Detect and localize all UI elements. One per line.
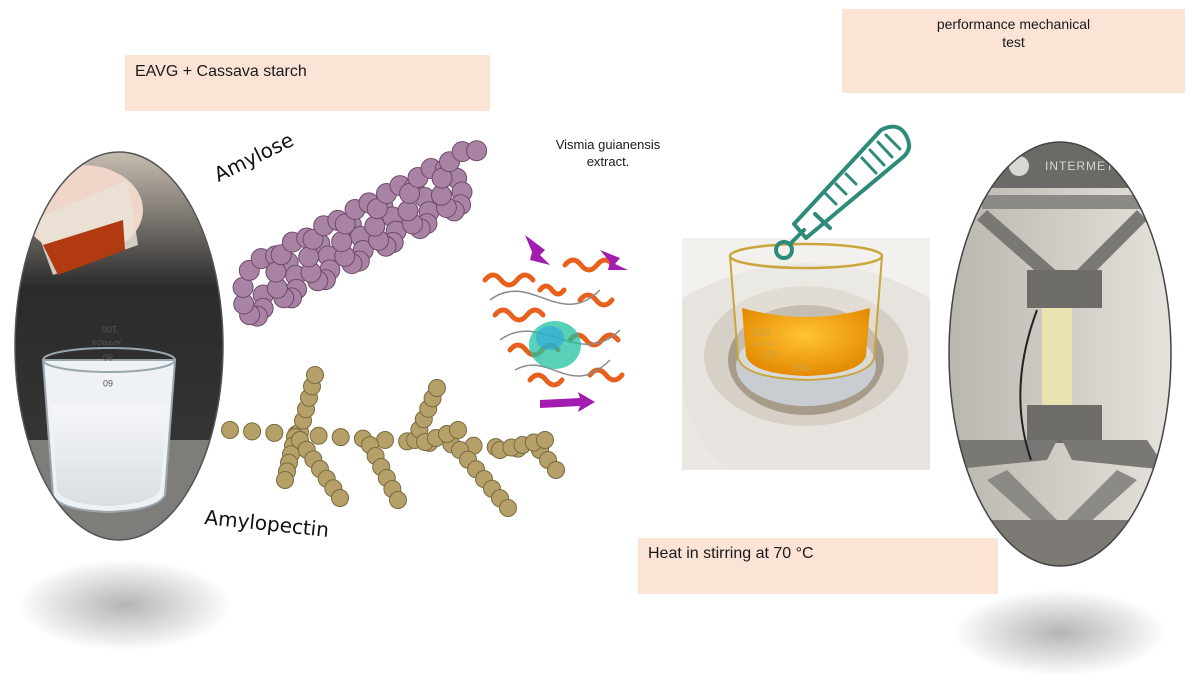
vismia-label-line2: extract. — [586, 154, 630, 169]
vismia-label-line1: Vismia guianensis — [555, 137, 661, 152]
starch-beaker-photo: 100 APPROX 80 60 — [14, 151, 224, 541]
amylopectin-bead — [449, 421, 467, 439]
amylopectin-bead — [428, 379, 446, 397]
eavg-cassava-label: EAVG + Cassava starch — [135, 63, 307, 80]
heated-extract-photo: 150 APPROX 125 100 — [682, 238, 930, 470]
amylopectin-bead — [221, 421, 239, 439]
performance-test-label-box: performance mechanical test — [842, 9, 1185, 93]
amylopectin-bead — [376, 431, 394, 449]
thermometer-icon — [774, 124, 912, 260]
machine-photo-shadow — [955, 590, 1165, 675]
amylopectin-bead — [243, 422, 262, 441]
eavg-cassava-label-box: EAVG + Cassava starch — [125, 55, 490, 111]
performance-test-label-line1: performance mechanical — [936, 16, 1091, 32]
heat-stirring-label: Heat in stirring at 70 °C — [648, 545, 814, 562]
heated-beaker-mark-approx: APPROX — [752, 342, 777, 348]
beaker-mark-80: 80 — [103, 352, 113, 362]
protein-structure-image — [482, 235, 628, 412]
amylose-bead — [466, 140, 488, 162]
heated-beaker-mark-100: 100 — [792, 362, 810, 374]
performance-test-label-line2: test — [1002, 34, 1025, 50]
amylopectin-bead — [331, 489, 349, 507]
amylopectin-bead — [536, 431, 554, 449]
amylopectin-bead — [499, 499, 517, 517]
amylopectin-bead — [547, 461, 565, 479]
vismia-extract-label: Vismia guianensis extract. — [540, 136, 676, 170]
beaker-mark-100: 100 — [102, 324, 117, 334]
beaker-mark-60: 60 — [103, 378, 113, 388]
beaker-mark-approx: APPROX — [91, 338, 121, 345]
heated-beaker-mark-150: 150 — [752, 327, 770, 339]
amylopectin-bead — [265, 423, 284, 442]
amylose-bead — [334, 213, 356, 235]
amylopectin-bead — [389, 491, 407, 509]
tensile-machine-photo: INTERMETRIC — [948, 141, 1172, 567]
amylose-bead — [366, 198, 388, 220]
amylopectin-bead — [331, 428, 350, 447]
amylopectin-bead — [306, 366, 324, 384]
machine-brand-label: INTERMETRIC — [1045, 159, 1138, 173]
heat-stirring-label-box: Heat in stirring at 70 °C — [638, 538, 998, 594]
amylopectin-bead — [309, 426, 328, 445]
beaker-photo-shadow — [20, 560, 230, 650]
heated-beaker-mark-125: 125 — [760, 349, 778, 361]
amylopectin-bead — [276, 471, 294, 489]
